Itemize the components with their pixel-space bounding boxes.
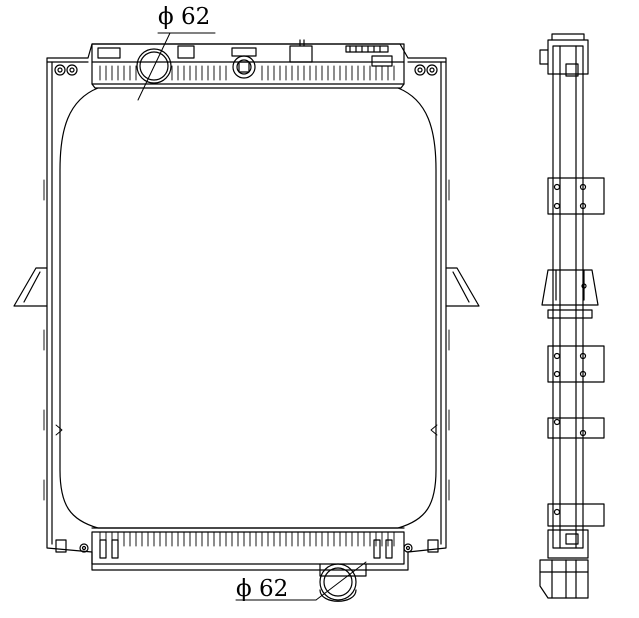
front-view [14, 33, 479, 601]
radiator-core [60, 88, 436, 528]
left-mounting-wing [14, 268, 47, 306]
side-view-top-header [540, 34, 588, 76]
top-tank [92, 40, 404, 88]
side-view-brackets [542, 178, 604, 526]
bottom-tank-ribs [100, 532, 394, 546]
bottom-outlet-pipe [320, 564, 356, 601]
frame-outline [47, 44, 446, 570]
side-view [540, 34, 604, 598]
dimension-label-top-inlet: ϕ 62 [158, 4, 211, 30]
right-mounting-wing [446, 268, 479, 306]
top-inlet-pipe [137, 49, 171, 83]
top-tank-ribs [100, 66, 394, 80]
mounting-eyes [55, 65, 438, 552]
filler-cap [232, 48, 256, 78]
dimension-leader-top [138, 33, 215, 100]
side-rail-details [44, 180, 449, 500]
dimension-label-bottom-outlet: ϕ 62 [236, 576, 289, 602]
dimension-leader-bottom [236, 562, 366, 600]
side-view-bottom-header [540, 530, 588, 598]
